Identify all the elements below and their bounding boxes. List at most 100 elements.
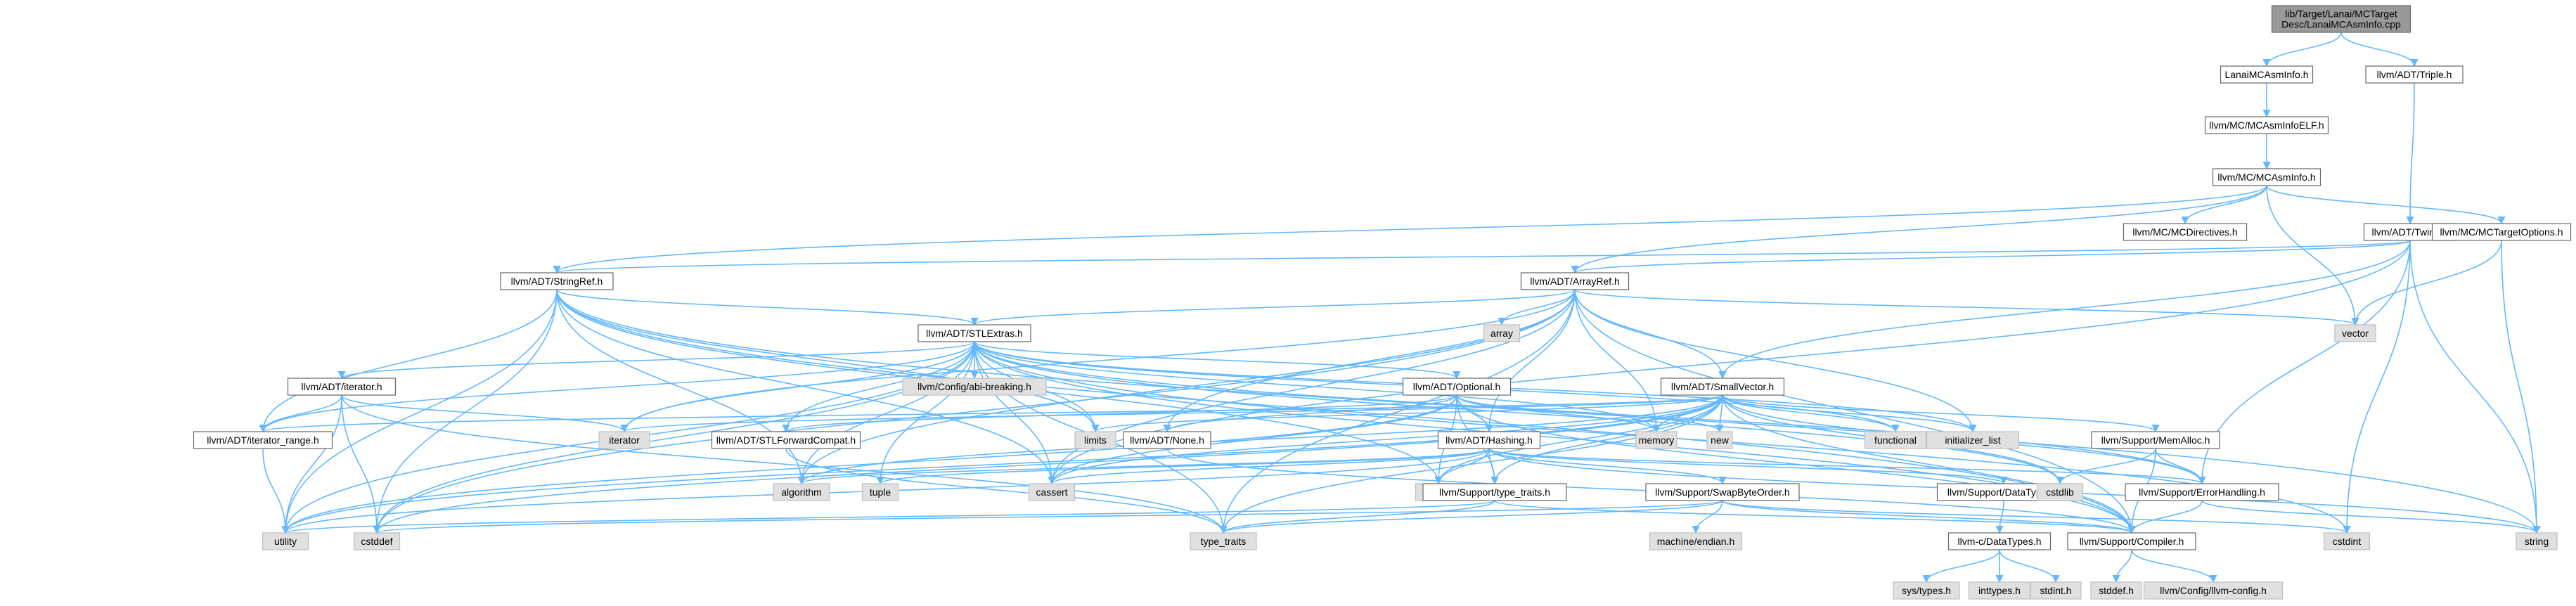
node-box [861, 483, 899, 501]
edge-mcasm-to-stringref [553, 185, 2267, 274]
graph-node-array: array [1483, 324, 1521, 342]
node-box [2212, 168, 2321, 186]
node-label: LanaiMCAsmInfo.h [2224, 69, 2308, 80]
graph-node-arrayref[interactable]: llvm/ADT/ArrayRef.h [1520, 272, 1630, 290]
graph-node-stlfwd[interactable]: llvm/ADT/STLForwardCompat.h [711, 431, 861, 449]
node-label: llvm/ADT/iterator_range.h [207, 434, 319, 446]
node-layer: lib/Target/Lanai/MCTargetDesc/LanaiMCAsm… [193, 5, 2572, 600]
graph-node-lanaiasm[interactable]: LanaiMCAsmInfo.h [2220, 65, 2314, 84]
node-label: llvm/ADT/STLExtras.h [926, 328, 1023, 339]
node-label: sys/types.h [1902, 585, 1951, 596]
graph-node-mcasm[interactable]: llvm/MC/MCAsmInfo.h [2212, 168, 2321, 186]
edge-smallvec-to-cassert [1048, 394, 1723, 485]
edge-smallvec-to-cstring [1434, 394, 1723, 485]
node-box [773, 483, 830, 501]
node-box [1893, 581, 1960, 600]
graph-node-llvmcdt[interactable]: llvm-c/DataTypes.h [1947, 532, 2052, 550]
edge-stlextras-to-cstdlib [974, 341, 2064, 485]
node-label: stdint.h [2040, 585, 2071, 596]
graph-node-new: new [1706, 431, 1733, 449]
edge-errhandling-to-string [2201, 500, 2541, 534]
edge-swapbyte-to-machendian [1692, 500, 1723, 534]
graph-node-stlextras[interactable]: llvm/ADT/STLExtras.h [917, 324, 1031, 342]
node-box [2365, 65, 2464, 84]
node-box [917, 324, 1031, 342]
node-label: llvm/Config/llvm-config.h [2160, 585, 2267, 596]
graph-node-iteratorh[interactable]: llvm/ADT/iterator.h [287, 378, 397, 396]
edge-smallvec-to-compiler [1722, 394, 2136, 534]
graph-node-typetraitsh[interactable]: llvm/Support/type_traits.h [1422, 483, 1567, 501]
edge-errhandling-to-compiler [2127, 500, 2203, 534]
node-box [1947, 532, 2052, 550]
node-box [353, 532, 401, 550]
node-box [2334, 324, 2376, 342]
graph-node-smallvec[interactable]: llvm/ADT/SmallVector.h [1660, 378, 1785, 396]
graph-node-swapbyte[interactable]: llvm/Support/SwapByteOrder.h [1645, 483, 1800, 501]
edge-stringref-to-cstddef [373, 289, 558, 534]
graph-node-triple[interactable]: llvm/ADT/Triple.h [2365, 65, 2464, 84]
graph-node-mcasmelf[interactable]: llvm/MC/MCAsmInfoELF.h [2204, 116, 2329, 134]
edge-optional-to-stlfwd [782, 394, 1457, 433]
graph-node-optional[interactable]: llvm/ADT/Optional.h [1402, 378, 1512, 396]
edge-hashing-to-typetraitsh [1488, 448, 1499, 485]
node-label: llvm/ADT/ArrayRef.h [1530, 276, 1620, 287]
node-label: llvm/ADT/STLForwardCompat.h [716, 434, 856, 446]
graph-node-algorithm: algorithm [773, 483, 830, 501]
node-box [1645, 483, 1800, 501]
node-box [2091, 431, 2220, 449]
edge-optional-to-none [1163, 394, 1457, 433]
graph-node-none[interactable]: llvm/ADT/None.h [1123, 431, 1211, 449]
node-box [2204, 116, 2329, 134]
edge-stringref-to-limits [556, 289, 1100, 433]
graph-node-root[interactable]: lib/Target/Lanai/MCTargetDesc/LanaiMCAsm… [2271, 5, 2411, 33]
edge-arrayref-to-vector [1574, 289, 2359, 326]
edge-mcasm-to-arrayref [1571, 185, 2267, 274]
node-label: inttypes.h [1978, 585, 2021, 596]
graph-node-stringref[interactable]: llvm/ADT/StringRef.h [500, 272, 614, 290]
graph-node-inttypes: inttypes.h [1968, 581, 2031, 600]
node-box [2143, 581, 2284, 600]
node-label: llvm/ADT/StringRef.h [511, 276, 603, 287]
node-box [1123, 431, 1211, 449]
node-box [2123, 223, 2248, 241]
node-label: llvm/Support/type_traits.h [1439, 486, 1550, 498]
graph-node-hashing[interactable]: llvm/ADT/Hashing.h [1437, 431, 1541, 449]
edge-optional-to-new [1456, 394, 1724, 433]
graph-node-tuple: tuple [861, 483, 899, 501]
graph-node-errhandling[interactable]: llvm/Support/ErrorHandling.h [2125, 483, 2279, 501]
edge-smallvec-to-typetraits [1219, 394, 1723, 534]
node-label: llvm/ADT/SmallVector.h [1671, 381, 1774, 392]
node-label: llvm/MC/MCDirectives.h [2132, 226, 2237, 238]
edge-iteratorh-to-typetraits [341, 394, 1228, 534]
edge-stlextras-to-errhandling [974, 341, 2206, 485]
edge-stlextras-to-tuple [876, 341, 975, 485]
graph-node-iterator: iterator [598, 431, 650, 449]
node-label: llvm/ADT/iterator.h [301, 381, 382, 392]
node-box [711, 431, 861, 449]
edge-mctopt-to-string [2501, 240, 2541, 534]
node-label: llvm/Support/ErrorHandling.h [2139, 486, 2265, 498]
graph-node-cstdlib: cstdlib [2036, 483, 2084, 501]
node-label: tuple [870, 486, 891, 498]
node-label: llvm/MC/MCTargetOptions.h [2440, 226, 2563, 238]
graph-node-memalloc[interactable]: llvm/Support/MemAlloc.h [2091, 431, 2220, 449]
graph-node-mcdir[interactable]: llvm/MC/MCDirectives.h [2123, 223, 2248, 241]
graph-node-vector: vector [2334, 324, 2376, 342]
node-label: iterator [609, 434, 640, 446]
edge-mctopt-to-vector [2351, 240, 2502, 326]
edge-hashing-to-tuple [876, 448, 1490, 485]
node-label: string [2525, 536, 2549, 547]
graph-node-mctopt[interactable]: llvm/MC/MCTargetOptions.h [2431, 223, 2572, 241]
edge-hashing-to-swapbyte [1488, 448, 1727, 485]
graph-node-compiler[interactable]: llvm/Support/Compiler.h [2067, 532, 2196, 550]
node-label: type_traits [1201, 536, 1247, 547]
node-box [1660, 378, 1785, 396]
edge-llvmcdt-to-systypes [1922, 549, 2000, 584]
edge-compiler-to-llvmconfig [2131, 549, 2217, 584]
edge-stlfwd-to-typetraits [785, 448, 1228, 534]
node-label: algorithm [781, 486, 822, 498]
node-box [287, 378, 397, 396]
node-box [2220, 65, 2314, 84]
graph-node-iterrange[interactable]: llvm/ADT/iterator_range.h [193, 431, 333, 449]
node-label: stddef.h [2099, 585, 2134, 596]
